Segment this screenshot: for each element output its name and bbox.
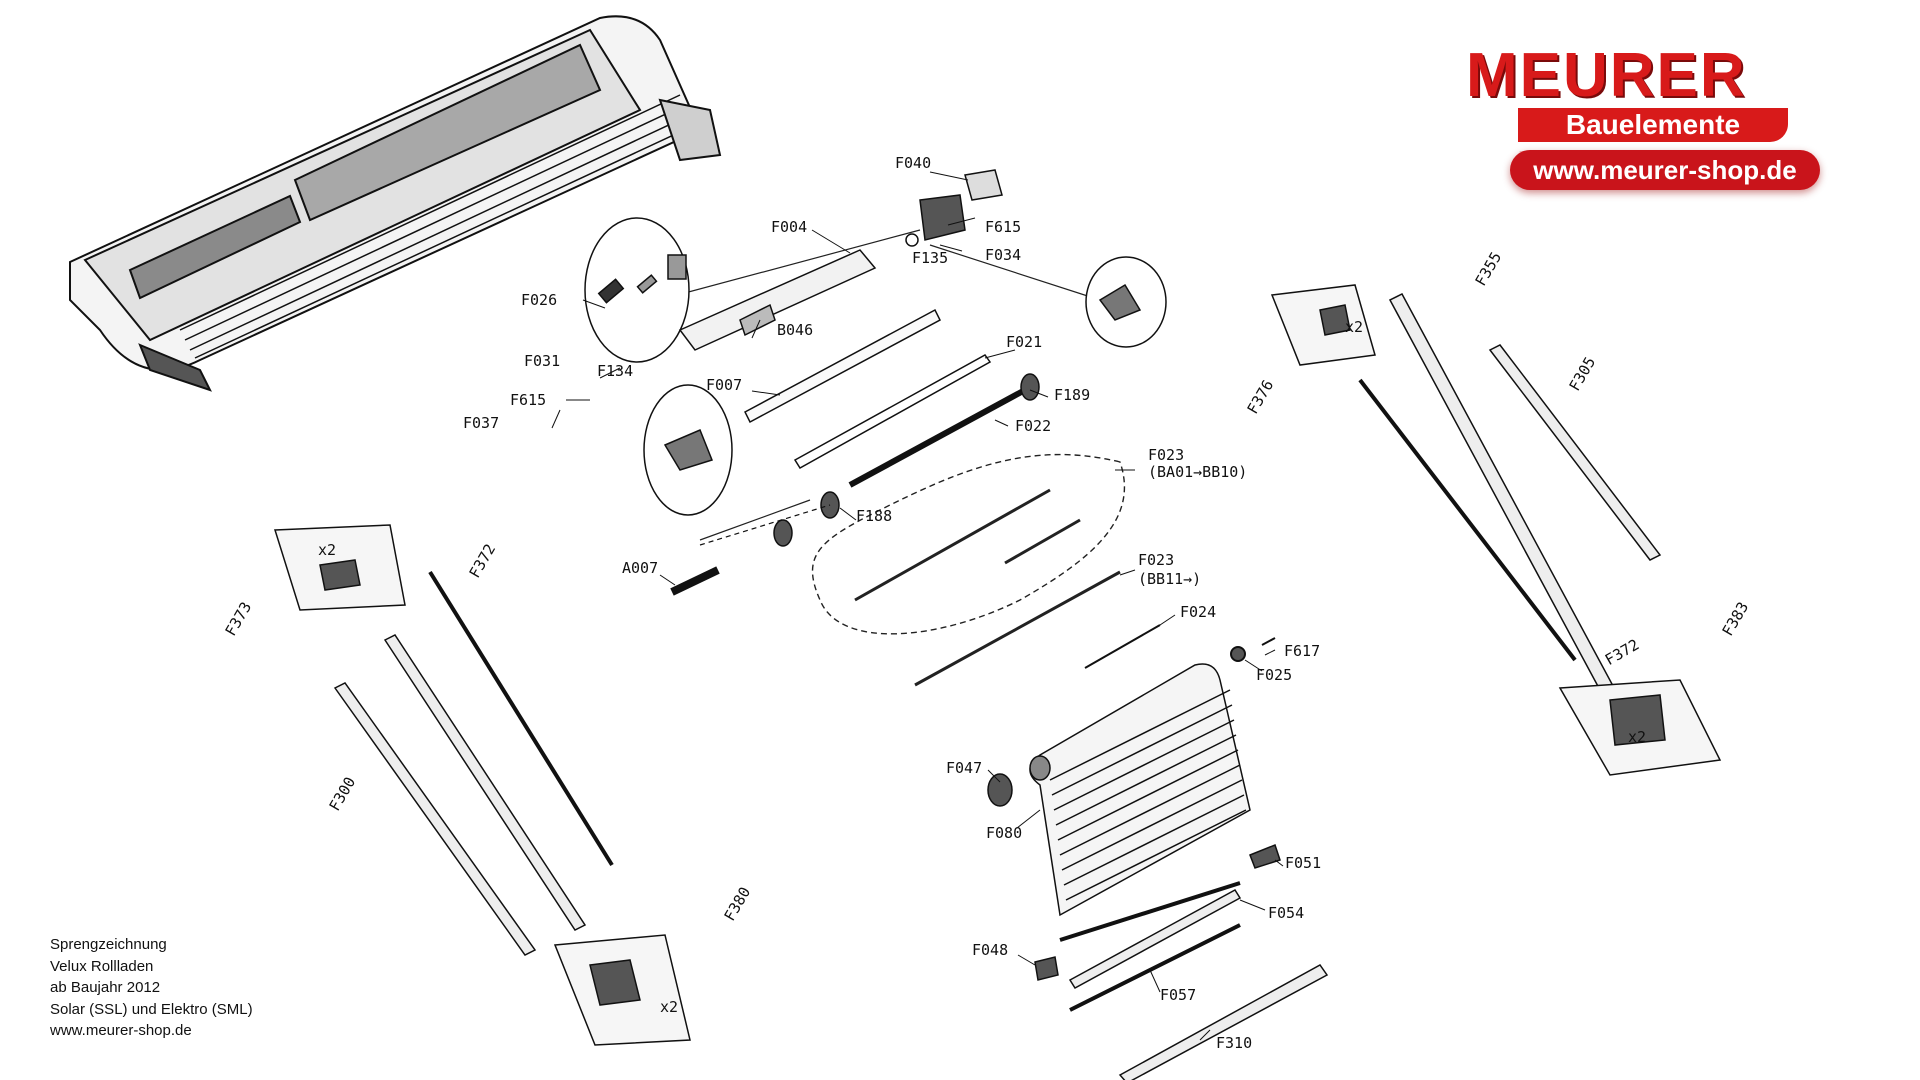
label-x2-a: x2 — [318, 541, 336, 559]
part-f004-cover — [678, 249, 877, 351]
label-f617: F617 — [1284, 642, 1320, 660]
label-f310: F310 — [1216, 1034, 1252, 1052]
label-f188: F188 — [856, 507, 892, 525]
logo-url: www.meurer-shop.de — [1510, 150, 1820, 190]
label-f189: F189 — [1054, 386, 1090, 404]
part-f047-cap — [987, 755, 1051, 807]
logo-title: MEURER — [1466, 41, 1747, 110]
bag-f376 — [1270, 284, 1376, 366]
caption-line: Velux Rollladen — [50, 957, 154, 975]
logo-subtitle: Bauelemente — [1518, 108, 1788, 142]
label-f134: F134 — [597, 362, 633, 380]
label-f047: F047 — [946, 759, 982, 777]
part-f022-spring — [848, 387, 1027, 488]
label-f300: F300 — [326, 774, 360, 814]
label-f376: F376 — [1244, 377, 1278, 417]
part-bottom-bars — [1034, 844, 1329, 1080]
part-f024-f025 — [1084, 624, 1276, 669]
label-a007: A007 — [622, 559, 658, 577]
leader-lines — [551, 171, 1284, 1041]
label-f305: F305 — [1566, 354, 1600, 394]
part-f189-cap — [1020, 373, 1040, 401]
label-f004: F004 — [771, 218, 807, 236]
part-f023-loop — [811, 453, 1126, 687]
label-f024: F024 — [1180, 603, 1216, 621]
roller-shutter-housing — [69, 15, 722, 392]
bag-f373 — [273, 524, 406, 611]
label-f057: F057 — [1160, 986, 1196, 1004]
bag-f380 — [553, 934, 691, 1046]
label-x2-c: x2 — [660, 998, 678, 1016]
caption-line: ab Baujahr 2012 — [50, 979, 161, 996]
label-f615-left: F615 — [510, 391, 546, 409]
detail-circle-bottom — [643, 384, 733, 516]
label-f026: F026 — [521, 291, 557, 309]
label-f355: F355 — [1472, 249, 1506, 289]
label-f054: F054 — [1268, 904, 1304, 922]
label-f373: F373 — [222, 599, 256, 639]
label-f380: F380 — [721, 884, 755, 924]
part-f040-cluster — [905, 169, 1003, 247]
part-f080-curtain — [1029, 663, 1251, 917]
label-f135: F135 — [912, 249, 948, 267]
label-x2-d: x2 — [1628, 728, 1646, 746]
label-f023-b: F023 — [1138, 551, 1174, 569]
label-b046: B046 — [777, 321, 813, 339]
label-f034: F034 — [985, 246, 1021, 264]
bag-f383 — [1558, 679, 1722, 776]
label-f007: F007 — [706, 376, 742, 394]
label-f372-left: F372 — [466, 541, 500, 581]
label-f383: F383 — [1719, 599, 1753, 639]
label-f037: F037 — [463, 414, 499, 432]
label-f023-a: F023 — [1148, 446, 1184, 464]
label-f022: F022 — [1015, 417, 1051, 435]
diagram-caption: Sprengzeichnung Velux Rollladen ab Bauja… — [50, 934, 253, 1042]
detail-circle-top — [584, 217, 690, 363]
label-f025: F025 — [1256, 666, 1292, 684]
label-f023-a-note: (BA01→BB10) — [1148, 463, 1247, 481]
label-f615-top: F615 — [985, 218, 1021, 236]
brand-logo: MEURER Bauelemente MEURER www.meurer-sho… — [1458, 40, 1858, 230]
label-f372-right: F372 — [1602, 635, 1642, 669]
label-f051: F051 — [1285, 854, 1321, 872]
part-f188-a007 — [670, 491, 840, 596]
part-f007-strip — [744, 308, 941, 424]
label-f040: F040 — [895, 154, 931, 172]
label-x2-b: x2 — [1345, 318, 1363, 336]
label-f080: F080 — [986, 824, 1022, 842]
label-f048: F048 — [972, 941, 1008, 959]
caption-line: Sprengzeichnung — [50, 936, 167, 953]
label-f023-b-note: (BB11→) — [1138, 570, 1201, 588]
caption-url: www.meurer-shop.de — [50, 1022, 192, 1039]
caption-line: Solar (SSL) und Elektro (SML) — [50, 1000, 253, 1018]
right-side-rails — [1358, 293, 1662, 691]
label-f031: F031 — [524, 352, 560, 370]
label-f021: F021 — [1006, 333, 1042, 351]
detail-circle-right — [1085, 256, 1167, 348]
left-side-rails — [333, 570, 614, 956]
part-f021-rod — [793, 354, 992, 470]
